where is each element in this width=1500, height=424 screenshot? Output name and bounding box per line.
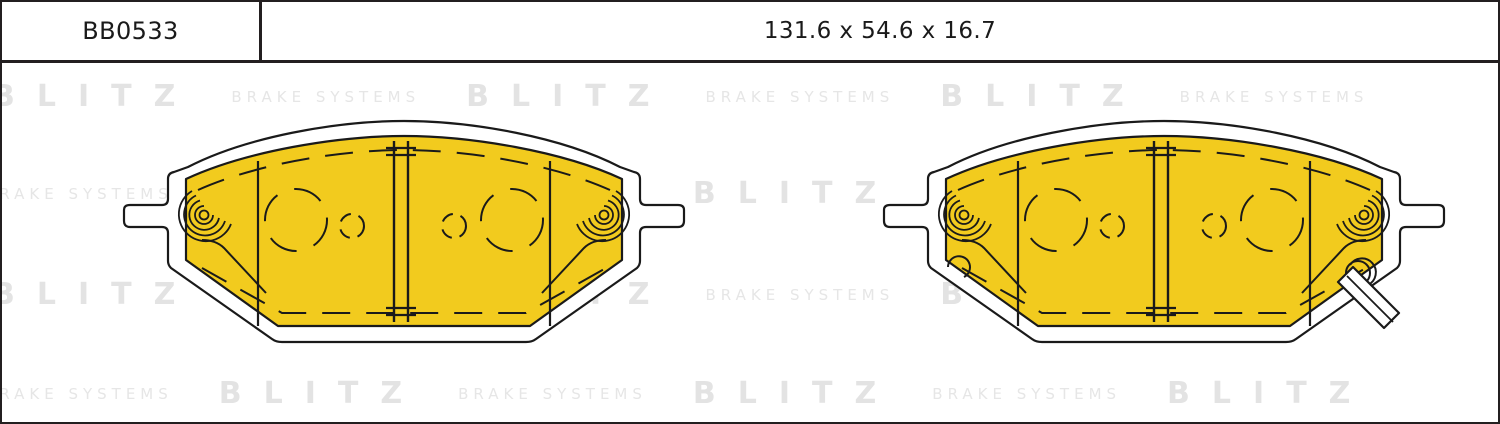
dimensions-cell: 131.6 x 54.6 x 16.7 bbox=[262, 2, 1498, 60]
left-brake-pad bbox=[122, 119, 686, 344]
part-code-text: BB0533 bbox=[82, 17, 179, 45]
brake-pad-drawing bbox=[2, 63, 1498, 422]
wear-sensor-tab bbox=[1336, 265, 1401, 330]
right-brake-pad bbox=[882, 119, 1446, 344]
lower-left-hole bbox=[947, 255, 971, 278]
pad-body bbox=[882, 119, 1446, 344]
dimensions-text: 131.6 x 54.6 x 16.7 bbox=[763, 18, 997, 44]
pad-body bbox=[122, 119, 686, 344]
part-code-cell: BB0533 bbox=[2, 2, 262, 60]
header-table: BB0533 131.6 x 54.6 x 16.7 bbox=[2, 2, 1498, 63]
